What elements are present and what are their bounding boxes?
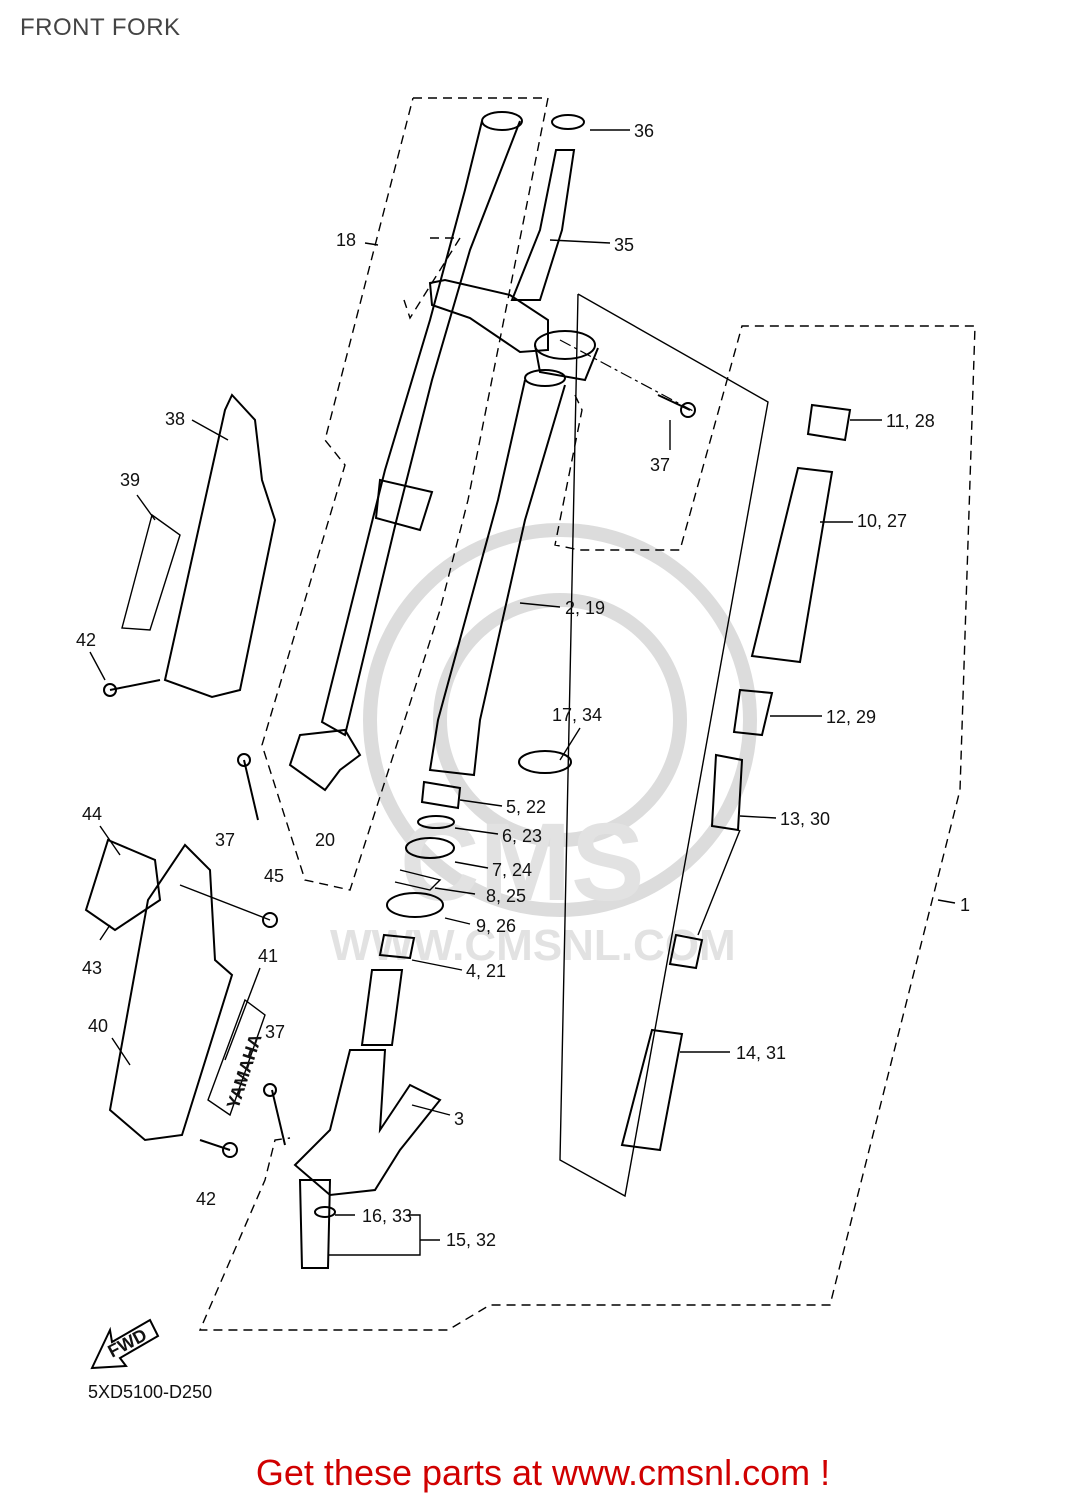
callout-label: 5, 22	[506, 797, 546, 817]
fork-guard-lower: YAMAHA	[84, 838, 266, 1142]
fwd-arrow-icon: FWD	[90, 1318, 160, 1370]
callout-label: 12, 29	[826, 707, 876, 727]
callout-label: 6, 23	[502, 826, 542, 846]
callout-label: 2, 19	[565, 598, 605, 618]
callout-label: 9, 26	[476, 916, 516, 936]
callout-label: 13, 30	[780, 809, 830, 829]
callout-label: 11, 28	[886, 411, 935, 431]
watermark: CMS WWW.CMSNL.COM	[330, 523, 757, 970]
callout-label: 14, 31	[736, 1043, 786, 1063]
callout-label: 20	[315, 830, 335, 850]
axle-bracket	[293, 969, 442, 1269]
front-fork-diagram: CMS WWW.CMSNL.COM YA	[76, 97, 976, 1370]
seal-stack	[314, 750, 572, 1218]
callout-label: 17, 34	[552, 705, 602, 725]
damper-cartridge	[620, 403, 852, 1152]
cta-link[interactable]: Get these parts at www.cmsnl.com !	[255, 1452, 831, 1493]
outer-tube	[320, 111, 523, 737]
callout-label: 3	[454, 1109, 464, 1129]
watermark-brand: CMS	[400, 801, 644, 924]
callout-label: 43	[82, 958, 102, 978]
bolts	[103, 394, 696, 1158]
callout-label: 39	[120, 470, 140, 490]
page-title: FRONT FORK	[20, 14, 181, 41]
callout-label: 44	[82, 804, 102, 824]
callout-label: 41	[258, 946, 278, 966]
callout-label: 42	[76, 630, 96, 650]
callout-label: 4, 21	[466, 961, 506, 981]
drawing-code: 5XD5100-D250	[88, 1382, 213, 1402]
callout-label: 10, 27	[857, 511, 907, 531]
callout-label: 37	[650, 455, 670, 475]
inner-tube	[428, 369, 566, 777]
callout-label: 36	[634, 121, 654, 141]
callout-label: 1	[960, 895, 970, 915]
callout-label: 42	[196, 1189, 216, 1209]
callout-labels: 36 35 18 11, 28 37 38 10, 27 39 2, 19 42…	[76, 121, 970, 1250]
callout-label: 7, 24	[492, 860, 532, 880]
callout-label: 40	[88, 1016, 108, 1036]
callout-label: 45	[264, 866, 284, 886]
callout-label: 18	[336, 230, 356, 250]
leader-lines	[89, 129, 956, 1256]
callout-label: 37	[265, 1022, 285, 1042]
dashed-groups	[198, 97, 976, 1331]
callout-label: 16, 33	[362, 1206, 412, 1226]
steering-stem	[510, 114, 585, 301]
upper-bracket	[428, 278, 599, 382]
fwd-label: FWD	[104, 1325, 150, 1362]
callout-label: 15, 32	[446, 1230, 496, 1250]
watermark-url: WWW.CMSNL.COM	[330, 921, 736, 970]
callout-label: 8, 25	[486, 886, 526, 906]
under-bracket	[288, 728, 362, 792]
fork-guard-upper	[121, 393, 277, 699]
callout-label: 35	[614, 235, 634, 255]
assembly-bracket	[559, 293, 769, 1198]
callout-label: 38	[165, 409, 185, 429]
callout-label: 37	[215, 830, 235, 850]
